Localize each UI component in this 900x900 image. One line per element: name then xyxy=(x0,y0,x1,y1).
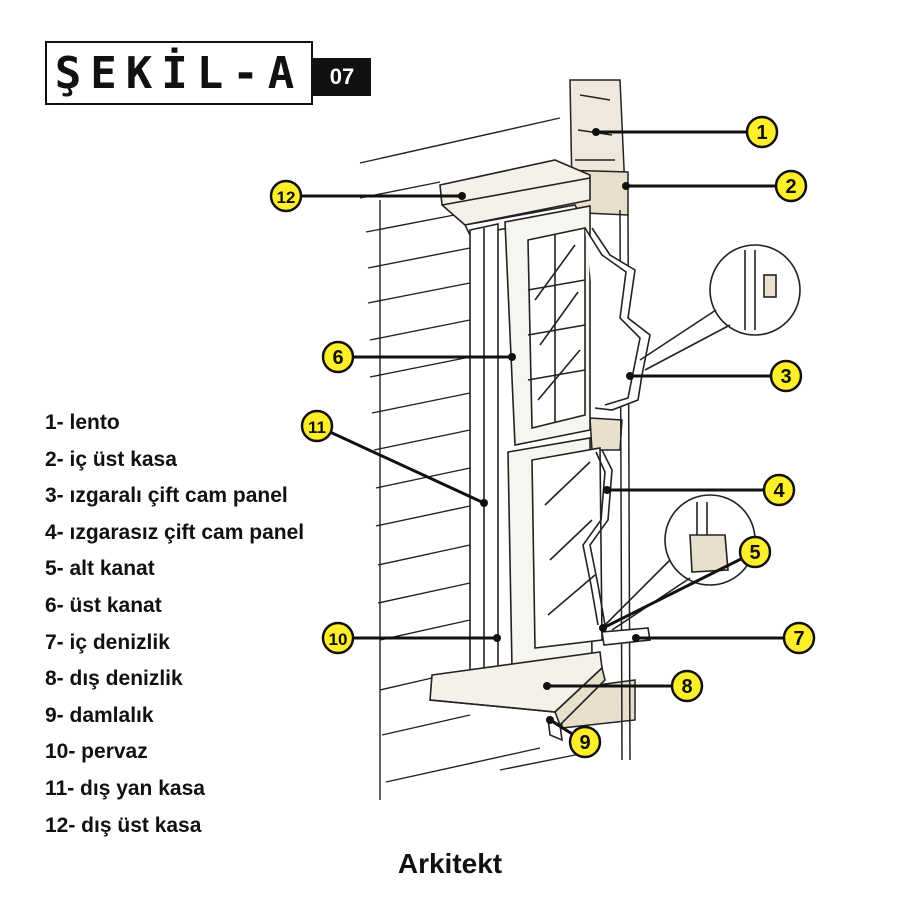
number-marker-4: 4 xyxy=(762,473,796,507)
legend-item: 12- dış üst kasa xyxy=(45,813,202,837)
number-marker-9: 9 xyxy=(568,725,602,759)
number-marker-label: 5 xyxy=(749,542,760,564)
number-marker-label: 11 xyxy=(308,418,326,437)
number-marker-label: 1 xyxy=(756,122,767,144)
number-marker-label: 10 xyxy=(329,630,348,649)
glass-lower-cutaway xyxy=(582,449,613,626)
leader-dots xyxy=(458,128,640,724)
lower-sash xyxy=(507,437,603,669)
number-marker-3: 3 xyxy=(769,359,803,393)
legend-item: 3- ızgaralı çift cam panel xyxy=(45,484,288,508)
number-marker-10: 10 xyxy=(321,621,355,655)
number-marker-7: 7 xyxy=(782,621,816,655)
number-marker-6: 6 xyxy=(321,340,355,374)
number-marker-label: 12 xyxy=(277,188,296,207)
detail-callouts xyxy=(604,244,801,631)
legend-item: 8- dış denizlik xyxy=(45,667,183,691)
legend-item: 4- ızgarasız çift cam panel xyxy=(45,520,305,544)
title-box: ŞEKİL-A xyxy=(45,41,313,105)
legend-item: 9- damlalık xyxy=(45,703,154,727)
number-marker-label: 3 xyxy=(780,366,791,388)
glass-upper-cutaway xyxy=(584,227,651,411)
legend-item: 2- iç üst kasa xyxy=(45,447,177,471)
siding-boards xyxy=(359,117,591,800)
number-marker-8: 8 xyxy=(670,669,704,703)
number-marker-11: 11 xyxy=(300,409,334,443)
legend-item: 5- alt kanat xyxy=(45,557,155,581)
number-marker-label: 8 xyxy=(681,676,692,698)
number-marker-5: 5 xyxy=(738,535,772,569)
number-marker-label: 6 xyxy=(332,347,343,369)
legend-item: 11- dış yan kasa xyxy=(45,776,205,800)
number-marker-label: 2 xyxy=(785,176,796,198)
legend-item: 1- lento xyxy=(45,411,120,434)
number-marker-label: 4 xyxy=(773,480,785,502)
legend-list: 1- lento 2- iç üst kasa 3- ızgaralı çift… xyxy=(45,405,304,844)
page-title: ŞEKİL-A xyxy=(54,47,304,99)
legend-item: 7- iç denizlik xyxy=(45,630,170,654)
brand-logo: Arkitekt xyxy=(397,848,503,879)
number-marker-12: 12 xyxy=(269,179,303,213)
number-marker-label: 7 xyxy=(793,628,804,650)
figure-number-badge: 07 xyxy=(313,58,371,96)
upper-sash xyxy=(504,205,591,446)
legend-item: 10- pervaz xyxy=(45,740,148,764)
number-marker-label: 9 xyxy=(579,732,590,754)
side-casing xyxy=(469,223,499,680)
number-marker-1: 1 xyxy=(745,115,779,149)
legend-item: 6- üst kanat xyxy=(45,593,162,617)
number-marker-2: 2 xyxy=(774,169,808,203)
